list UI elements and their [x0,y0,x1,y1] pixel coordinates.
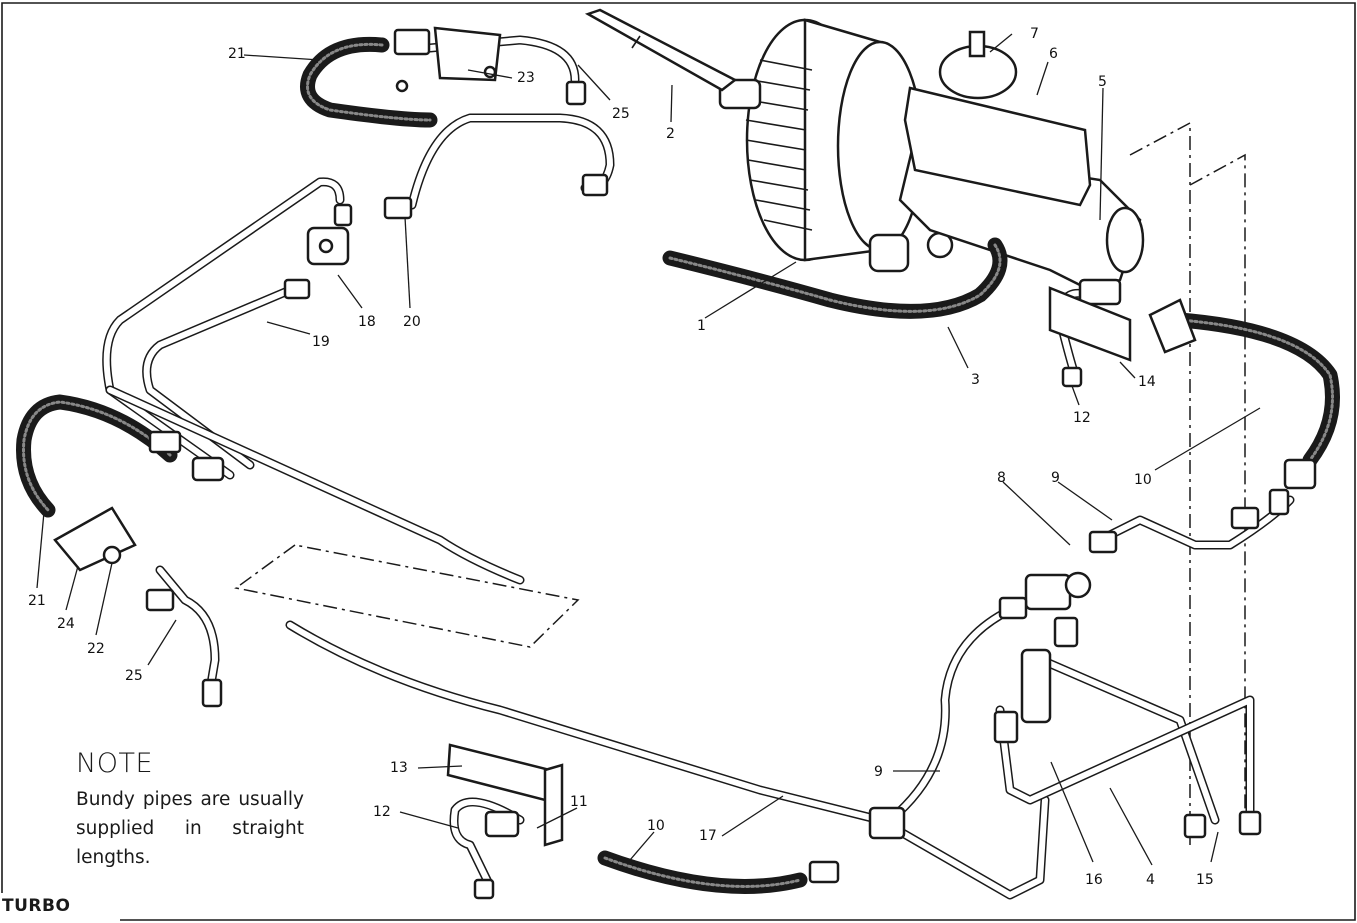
part-callouts: 21 23 25 2 7 6 5 1 3 18 19 20 14 12 10 8… [28,26,1214,888]
fittings-and-brackets [53,26,1317,900]
callout-24: 24 [57,616,75,632]
callout-4: 5 [1098,74,1107,90]
callout-1: 1 [697,318,706,334]
master-cylinder [898,30,1145,292]
callout-9-lower: 9 [874,764,883,780]
note-box: NOTE Bundy pipes are usually supplied in… [76,748,304,872]
callout-18: 18 [358,314,376,330]
callout-22: 22 [87,641,105,657]
callout-21-left: 21 [28,593,46,609]
servo-pushrod [584,8,738,92]
vacuum-hose [662,237,1008,319]
callout-10-right: 10 [1134,472,1152,488]
callout-21-top: 21 [228,46,246,62]
callout-25-left: 25 [125,668,143,684]
callout-9-upper: 9 [1051,470,1060,486]
guide-lines [234,121,1246,845]
callout-16: 16 [1085,872,1103,888]
callout-19: 19 [312,334,330,350]
callout-11: 11 [570,794,588,810]
note-title: NOTE [76,748,154,779]
callout-12-right: 12 [1073,410,1091,426]
callout-15: 15 [1196,872,1214,888]
callout-5: 6 [1049,46,1058,62]
callout-7: 4 [1146,872,1155,888]
callout-6: 7 [1030,26,1039,42]
callout-13: 13 [390,760,408,776]
callout-17: 17 [699,828,717,844]
callout-8: 8 [997,470,1006,486]
callout-2: 2 [666,126,675,142]
leader-lines [36,33,1261,866]
callout-12-bottom: 12 [373,804,391,820]
callout-14: 14 [1138,374,1156,390]
note-body: Bundy pipes are usually supplied in stra… [76,789,304,868]
callout-10-bottom: 10 [647,818,665,834]
flexible-hoses [16,36,1340,894]
callout-20: 20 [403,314,421,330]
callout-23: 23 [517,70,535,86]
turbo-label: TURBO [2,896,71,916]
callout-25-top: 25 [612,106,630,122]
callout-3: 3 [971,372,980,388]
